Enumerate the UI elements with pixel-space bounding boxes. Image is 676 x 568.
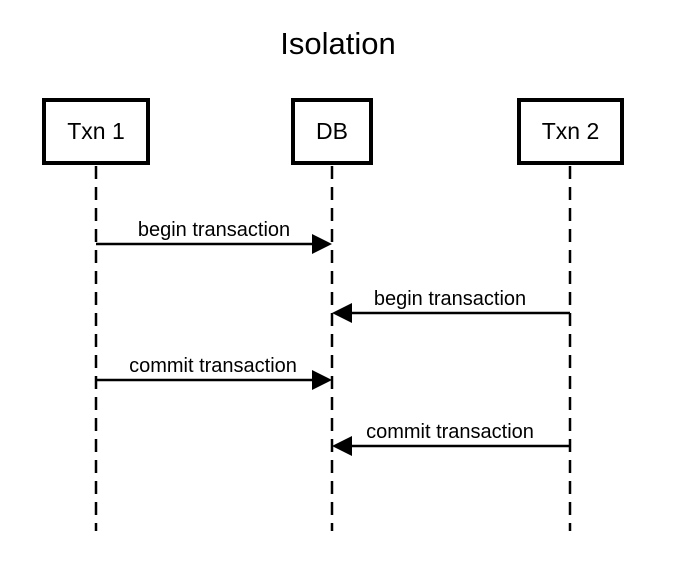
actor-label-txn1: Txn 1 <box>67 118 125 144</box>
message-label-commit-txn1: commit transaction <box>129 355 297 377</box>
message-label-begin-txn2: begin transaction <box>373 288 527 310</box>
message-label-commit-txn2: commit transaction <box>366 421 534 443</box>
arrowhead-left-begin-txn2 <box>332 303 352 323</box>
actor-box-db: DB <box>291 98 373 165</box>
arrowhead-left-commit-txn2 <box>332 436 352 456</box>
message-label-begin-txn1: begin transaction <box>137 219 291 241</box>
actor-label-txn2: Txn 2 <box>541 118 600 144</box>
actor-box-txn2: Txn 2 <box>517 98 624 165</box>
actor-box-txn1: Txn 1 <box>42 98 150 165</box>
actor-label-db: DB <box>316 118 348 144</box>
arrowhead-right-commit-txn1 <box>312 370 332 390</box>
arrowhead-right-begin-txn1 <box>312 234 332 254</box>
diagram-title: Isolation <box>280 26 396 61</box>
